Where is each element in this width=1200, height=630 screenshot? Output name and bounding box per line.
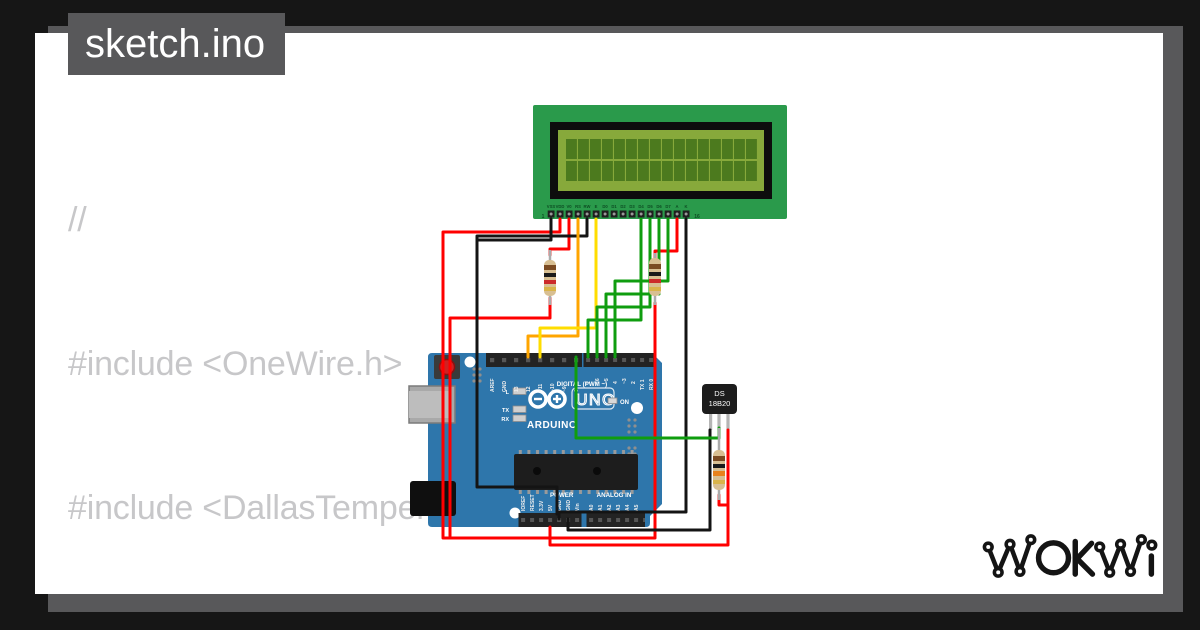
led-tx-label: TX — [502, 408, 509, 414]
mcu-chip — [514, 450, 638, 494]
svg-text:GND: GND — [502, 381, 508, 393]
circuit-diagram: VSS VDD V0 RS RW E D0 D1 D2 D3 D4 D5 D6 … — [408, 105, 787, 547]
analog-header[interactable] — [586, 513, 646, 527]
lcd-pin-labels: VSS VDD V0 RS RW E D0 D1 D2 D3 D4 D5 D6 … — [542, 204, 700, 220]
wire-e-yellow[interactable] — [538, 217, 598, 359]
svg-text:V0: V0 — [566, 204, 572, 209]
uno-model-label: UNO — [576, 392, 616, 409]
svg-text:RS: RS — [575, 204, 581, 209]
svg-text:~3: ~3 — [622, 378, 628, 384]
wire-d7-green[interactable] — [613, 217, 670, 359]
svg-text:VDD: VDD — [556, 204, 565, 209]
sketch-file-tab[interactable]: sketch.ino — [68, 13, 285, 75]
svg-text:K: K — [684, 204, 687, 209]
wire-5v-red[interactable] — [441, 217, 657, 540]
svg-text:7: 7 — [586, 381, 592, 384]
resistor-contrast[interactable] — [544, 250, 556, 305]
svg-text:D4: D4 — [638, 204, 644, 209]
svg-text:~6: ~6 — [595, 378, 601, 384]
svg-text:~5: ~5 — [604, 378, 610, 384]
ds18b20-sensor[interactable]: DS 18B20 — [702, 384, 737, 430]
arduino-infinity-icon — [528, 389, 567, 409]
svg-text:A4: A4 — [625, 504, 631, 511]
svg-text:GND: GND — [566, 500, 572, 512]
svg-text:D7: D7 — [665, 204, 671, 209]
wire-sensor-vcc-red[interactable] — [548, 428, 730, 547]
digital-label: DIGITAL (PWM ~) — [557, 381, 607, 388]
svg-text:RESET: RESET — [530, 494, 536, 511]
wokwi-logo — [982, 534, 1158, 578]
svg-text:D5: D5 — [647, 204, 653, 209]
resistor-backlight[interactable] — [649, 253, 661, 305]
mount-hole — [464, 356, 476, 368]
sensor-label-line2: 18B20 — [709, 399, 731, 408]
svg-text:~11: ~11 — [538, 384, 544, 392]
code-line: #include <OneWire.h> — [68, 345, 403, 383]
svg-text:A1: A1 — [598, 504, 604, 511]
on-led — [607, 397, 618, 404]
svg-text:1: 1 — [542, 214, 545, 220]
svg-text:D1: D1 — [611, 204, 617, 209]
svg-text:A3: A3 — [616, 504, 622, 511]
led-l-label: L — [506, 390, 510, 396]
svg-text:5V: 5V — [548, 504, 554, 511]
led-l — [512, 387, 527, 395]
preview-card: // #include <OneWire.h> #include <Dallas… — [35, 33, 1163, 594]
svg-text:A: A — [675, 204, 678, 209]
arduino-uno-board[interactable]: DIGITAL (PWM ~) ARDUINO UNO ON — [408, 353, 662, 527]
wire-rw-black[interactable] — [475, 217, 589, 252]
svg-text:E: E — [595, 204, 598, 209]
svg-text:D2: D2 — [620, 204, 626, 209]
wire-contrast-red[interactable] — [448, 296, 552, 538]
on-label: ON — [620, 400, 629, 406]
svg-text:A0: A0 — [589, 504, 595, 511]
arduino-pin-labels: AREF GND 13 12 ~11 ~10 ~9 8 7 ~6 ~5 4 ~3… — [490, 378, 655, 511]
wire-k-black[interactable] — [557, 217, 688, 521]
analog-label: ANALOG IN — [597, 492, 632, 499]
reset-button[interactable] — [434, 355, 460, 379]
led-rx — [512, 414, 527, 422]
lcd-cells — [566, 139, 757, 181]
svg-text:16: 16 — [694, 214, 700, 220]
arduino-brand-label: ARDUINO — [527, 420, 577, 431]
resistor-pullup[interactable] — [713, 428, 725, 500]
svg-text:RX 0: RX 0 — [649, 379, 655, 390]
power-header[interactable] — [518, 513, 582, 527]
svg-text:AREF: AREF — [490, 378, 496, 392]
digital-header-left[interactable] — [486, 353, 582, 367]
svg-text:VSS: VSS — [547, 204, 556, 209]
svg-text:IOREF: IOREF — [521, 496, 527, 511]
svg-text:4: 4 — [613, 381, 619, 384]
wire-d6-green[interactable] — [604, 217, 661, 359]
svg-text:TX 1: TX 1 — [640, 379, 646, 390]
power-label: POWER — [550, 492, 574, 499]
mount-hole — [631, 402, 643, 414]
digital-header-right[interactable] — [583, 353, 656, 367]
lcd-pin-row — [546, 209, 692, 219]
mount-hole — [509, 507, 521, 519]
wire-sensor-gnd-black[interactable] — [566, 428, 712, 532]
svg-text:D0: D0 — [602, 204, 608, 209]
code-line: // — [68, 201, 87, 239]
svg-text:Vin: Vin — [575, 503, 581, 511]
svg-text:~9: ~9 — [562, 386, 568, 392]
svg-text:2: 2 — [631, 381, 637, 384]
svg-text:12: 12 — [526, 386, 532, 392]
svg-text:3.3V: 3.3V — [539, 500, 545, 511]
svg-text:GND: GND — [557, 500, 563, 512]
lcd1602-display[interactable]: VSS VDD V0 RS RW E D0 D1 D2 D3 D4 D5 D6 … — [533, 105, 787, 220]
svg-text:RW: RW — [584, 204, 591, 209]
wire-rs-orange[interactable] — [526, 217, 580, 359]
svg-text:~10: ~10 — [550, 383, 556, 392]
sensor-label-line1: DS — [714, 389, 724, 398]
svg-text:A2: A2 — [607, 504, 613, 511]
svg-text:A5: A5 — [634, 504, 640, 511]
led-rx-label: RX — [501, 417, 509, 423]
svg-text:13: 13 — [514, 386, 520, 392]
svg-text:D6: D6 — [656, 204, 662, 209]
led-tx — [512, 405, 527, 413]
svg-text:D3: D3 — [629, 204, 635, 209]
wokwi-logo-text: WOKWI — [35, 33, 36, 34]
usb-connector — [408, 385, 456, 424]
